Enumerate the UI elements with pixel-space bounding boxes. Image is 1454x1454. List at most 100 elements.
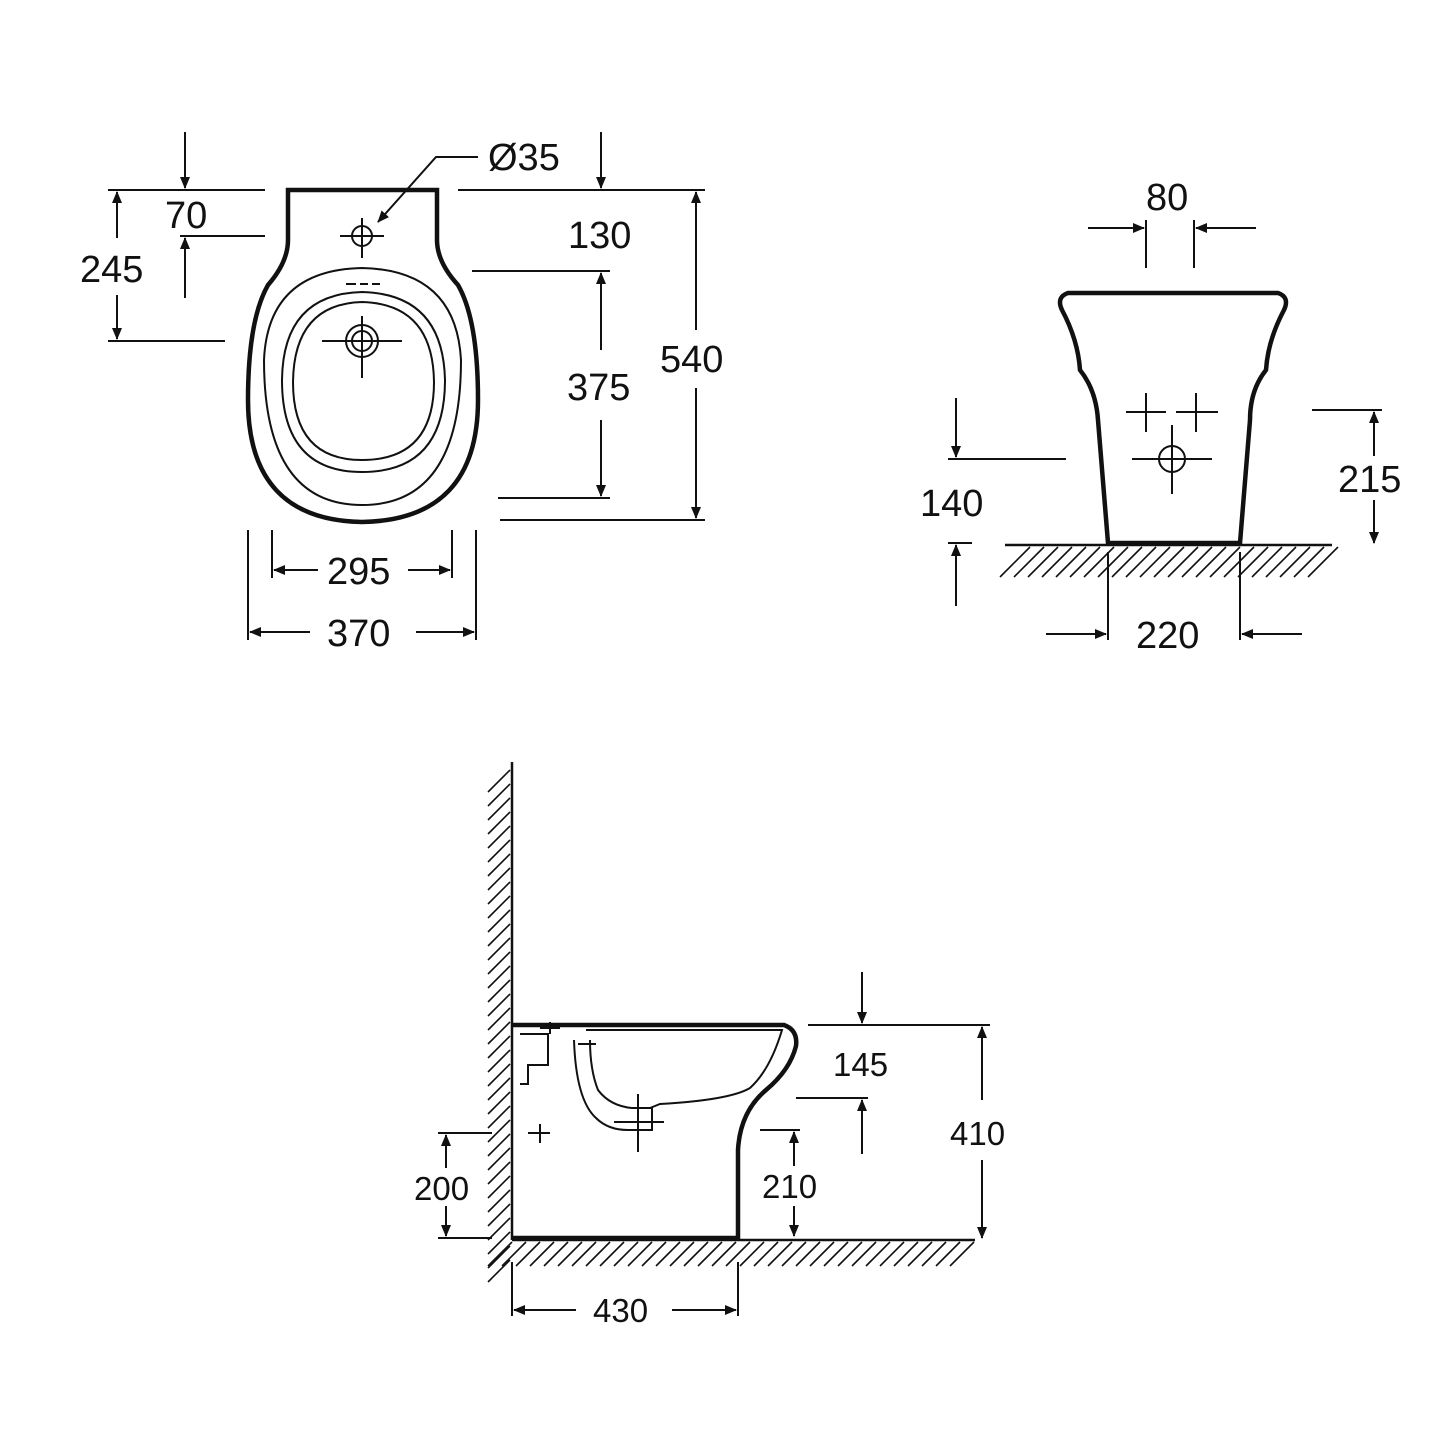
hole-diameter-label: Ø35	[488, 137, 560, 179]
hatch-stroke	[487, 839, 511, 863]
dim-70-label: 70	[165, 195, 207, 237]
hatch-stroke	[753, 1241, 779, 1267]
hatch-stroke	[1237, 546, 1269, 578]
hatch-stroke	[487, 1105, 511, 1129]
hatch-stroke	[487, 1119, 511, 1143]
waste-outlet-center	[614, 1094, 664, 1152]
hatch-stroke	[627, 1241, 653, 1267]
dim-200-label: 200	[414, 1170, 469, 1207]
tap-hole-center	[1126, 393, 1166, 432]
hatch-stroke	[1111, 546, 1143, 578]
hatch-stroke	[641, 1241, 667, 1267]
hatch-stroke	[1251, 546, 1283, 578]
hatch-stroke	[487, 825, 511, 849]
hatch-stroke	[487, 1133, 511, 1157]
hatch-stroke	[487, 1049, 511, 1073]
hatch-stroke	[487, 1147, 511, 1171]
hatch-stroke	[739, 1241, 765, 1267]
dim-80-label: 80	[1146, 177, 1188, 219]
hatch-stroke	[487, 1241, 513, 1267]
dim-370-label: 370	[327, 613, 390, 655]
hatch-stroke	[1181, 546, 1213, 578]
hatch-stroke	[711, 1241, 737, 1267]
hatch-stroke	[999, 546, 1031, 578]
hatch-stroke	[487, 867, 511, 891]
hatch-stroke	[1027, 546, 1059, 578]
hatch-stroke	[935, 1241, 961, 1267]
top-view-outline	[245, 187, 481, 525]
hatch-stroke	[487, 1021, 511, 1045]
dim-295-label: 295	[327, 551, 390, 593]
hatch-stroke	[487, 1175, 511, 1199]
side-view-back-inlet	[520, 1033, 549, 1085]
hatch-stroke	[487, 1189, 511, 1213]
side-view-trap	[573, 1039, 653, 1131]
hatch-stroke	[1167, 546, 1199, 578]
hatch-stroke	[585, 1241, 611, 1267]
hatch-stroke	[1055, 546, 1087, 578]
hatch-stroke	[613, 1241, 639, 1267]
hatch-stroke	[907, 1241, 933, 1267]
hatch-stroke	[487, 979, 511, 1003]
hatch-stroke	[879, 1241, 905, 1267]
hatch-stroke	[1293, 546, 1325, 578]
hatch-stroke	[487, 1245, 511, 1269]
hatch-stroke	[725, 1241, 751, 1267]
hatch-stroke	[487, 1161, 511, 1185]
dim-410-label: 410	[950, 1115, 1005, 1152]
hatch-stroke	[697, 1241, 723, 1267]
dim-540-label: 540	[660, 339, 723, 381]
side-view: 145 410 200 210 430	[414, 762, 1005, 1329]
dim-145-label: 145	[833, 1046, 888, 1083]
dim-245-label: 245	[80, 249, 143, 291]
drain-center	[322, 316, 402, 378]
hatch-stroke	[949, 1241, 975, 1267]
hatch-stroke	[1195, 546, 1227, 578]
floor-hatch	[999, 546, 1339, 578]
hatch-stroke	[487, 951, 511, 975]
dim-130-label: 130	[568, 215, 631, 257]
hatch-stroke	[837, 1241, 863, 1267]
front-view-outline	[1057, 290, 1289, 546]
dim-220-label: 220	[1136, 615, 1199, 657]
hatch-stroke	[487, 1203, 511, 1227]
floor-hatch	[487, 1241, 975, 1267]
hatch-stroke	[1069, 546, 1101, 578]
hatch-stroke	[487, 1091, 511, 1115]
hatch-stroke	[487, 1259, 511, 1283]
hatch-stroke	[1013, 546, 1045, 578]
hatch-stroke	[1153, 546, 1185, 578]
hatch-stroke	[893, 1241, 919, 1267]
hatch-stroke	[529, 1241, 555, 1267]
hatch-stroke	[823, 1241, 849, 1267]
hatch-stroke	[487, 1231, 511, 1255]
hatch-stroke	[487, 965, 511, 989]
hatch-stroke	[1125, 546, 1157, 578]
hatch-stroke	[795, 1241, 821, 1267]
top-view-bowl	[280, 290, 447, 474]
hatch-stroke	[655, 1241, 681, 1267]
hatch-stroke	[487, 853, 511, 877]
hatch-stroke	[1307, 546, 1339, 578]
dim-140-label: 140	[920, 483, 983, 525]
hatch-stroke	[1083, 546, 1115, 578]
top-view: Ø35 70 245 130 375 540 295	[80, 132, 723, 655]
wall-hatch	[487, 769, 511, 1283]
dim-430-label: 430	[593, 1292, 648, 1329]
hatch-stroke	[557, 1241, 583, 1267]
tap-hole-center	[1176, 393, 1218, 432]
hatch-stroke	[669, 1241, 695, 1267]
hatch-stroke	[487, 783, 511, 807]
hatch-stroke	[1139, 546, 1171, 578]
hatch-stroke	[1265, 546, 1297, 578]
top-view-bowl-inner	[291, 300, 436, 462]
hatch-stroke	[487, 811, 511, 835]
hatch-stroke	[487, 769, 511, 793]
hatch-stroke	[501, 1241, 527, 1267]
hatch-stroke	[487, 993, 511, 1017]
waste-outlet-center	[1132, 425, 1212, 494]
hatch-stroke	[487, 797, 511, 821]
hatch-stroke	[487, 923, 511, 947]
hatch-stroke	[851, 1241, 877, 1267]
